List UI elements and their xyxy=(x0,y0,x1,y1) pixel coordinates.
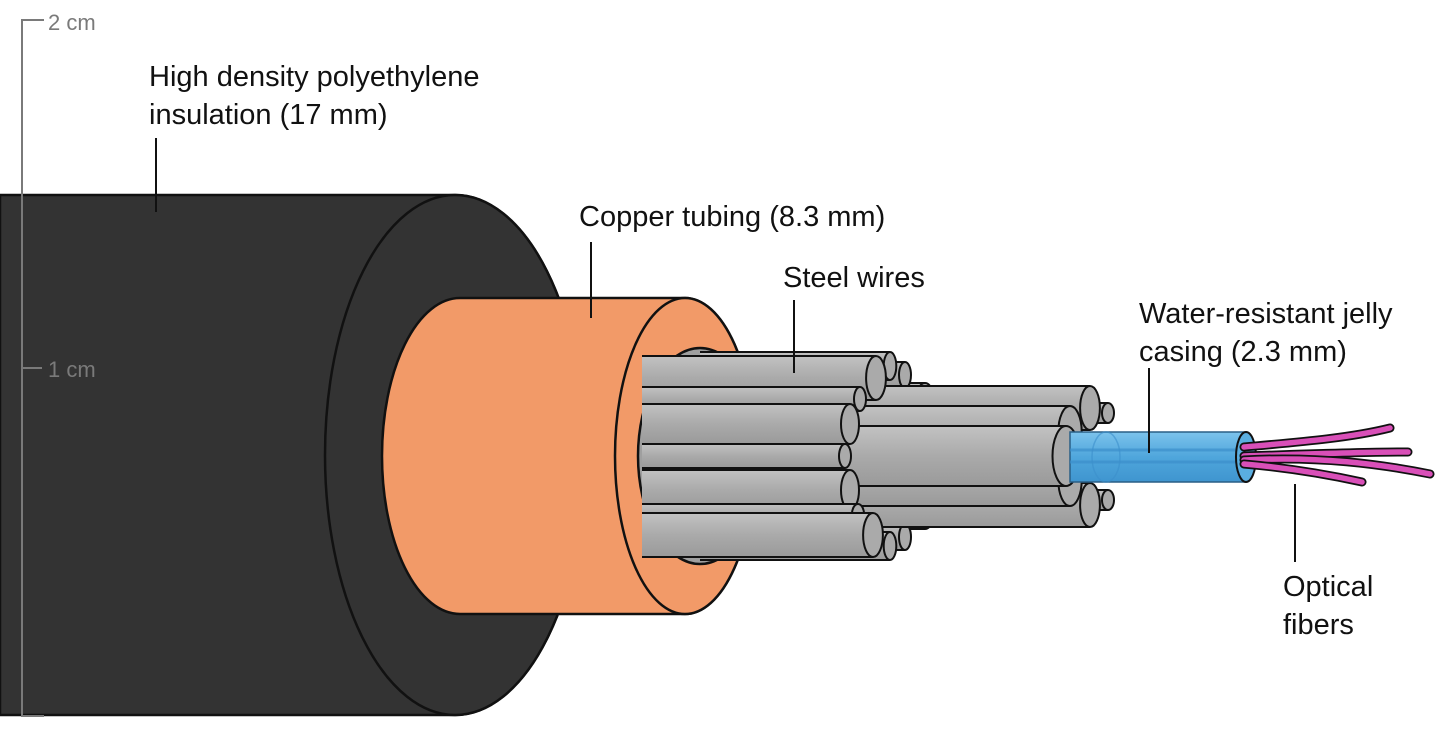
scale-bar: 2 cm 1 cm xyxy=(21,10,96,717)
label-steel: Steel wires xyxy=(783,262,925,373)
label-steel-text: Steel wires xyxy=(783,262,925,294)
steel-wires-layer xyxy=(642,351,1115,561)
label-fibers: Optical fibers xyxy=(1283,484,1373,641)
optical-fiber xyxy=(1241,461,1365,485)
optical-fiber xyxy=(1241,456,1433,477)
jelly-casing-layer xyxy=(1069,431,1257,483)
jelly-casing-body xyxy=(1069,431,1247,483)
steel-wire xyxy=(642,512,884,558)
label-jelly: Water-resistant jelly casing (2.3 mm) xyxy=(1139,298,1393,453)
label-insulation-line1: High density polyethylene xyxy=(149,61,479,93)
scale-label-2cm: 2 cm xyxy=(48,10,96,35)
label-insulation: High density polyethylene insulation (17… xyxy=(149,61,479,212)
steel-wire xyxy=(642,443,852,469)
label-jelly-line2: casing (2.3 mm) xyxy=(1139,336,1347,368)
optical-fiber xyxy=(1241,425,1393,450)
jelly-ghost-ring xyxy=(1091,431,1121,483)
label-insulation-line2: insulation (17 mm) xyxy=(149,99,388,131)
steel-wire xyxy=(840,425,1081,487)
steel-wire xyxy=(642,403,860,445)
optical-fibers-layer xyxy=(1239,423,1435,487)
scale-label-1cm: 1 cm xyxy=(48,357,96,382)
label-copper-text: Copper tubing (8.3 mm) xyxy=(579,201,885,233)
label-fibers-line1: Optical xyxy=(1283,571,1373,603)
label-jelly-line1: Water-resistant jelly xyxy=(1139,298,1393,330)
label-copper: Copper tubing (8.3 mm) xyxy=(579,201,885,318)
label-fibers-line2: fibers xyxy=(1283,609,1354,641)
